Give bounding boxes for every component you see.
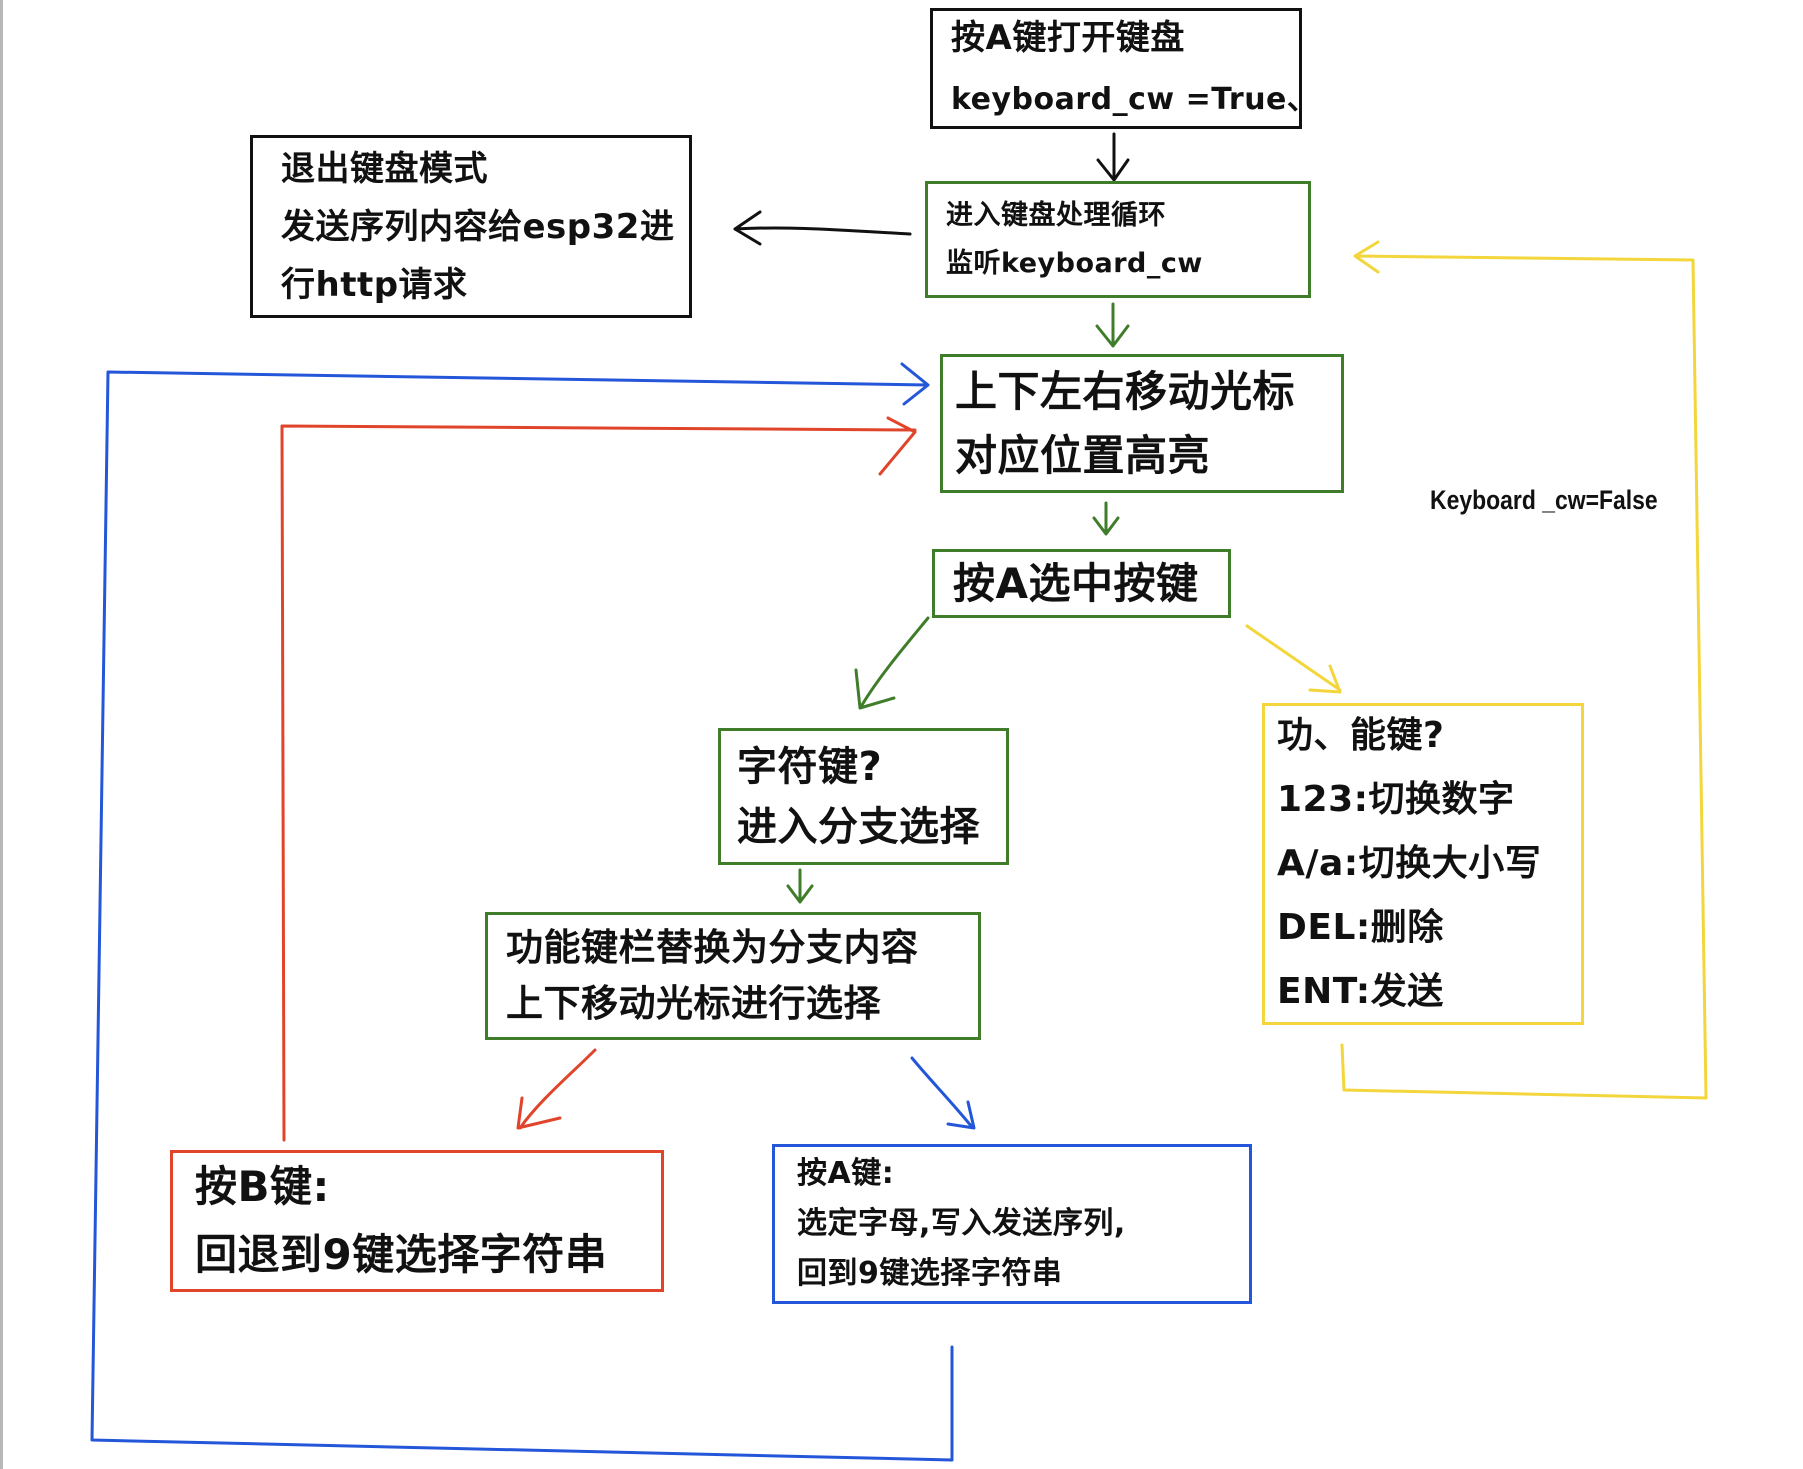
edge-keyA-to-move [90, 362, 954, 1462]
node-move-line1: 上下左右移动光标 [955, 366, 1296, 416]
edge-move-to-select [1092, 501, 1120, 536]
edge-branch-to-keyB [516, 1048, 597, 1130]
node-loop-line2: 监听keyboard_cw [946, 247, 1203, 279]
node-keyB-line2: 回退到9键选择字符串 [195, 1230, 608, 1279]
node-char-line2: 进入分支选择 [737, 803, 980, 850]
node-branch-line1: 功能键栏替换为分支内容 [506, 926, 919, 969]
node-keyA-line3: 回到9键选择字符串 [797, 1256, 1063, 1291]
node-char: 字符键? 进入分支选择 [718, 728, 1009, 865]
edge-loop-to-exit [733, 210, 912, 246]
node-func: 功、能键? 123:切换数字 A/a:切换大小写 DEL:删除 ENT:发送 [1262, 703, 1584, 1025]
node-move-line2: 对应位置高亮 [955, 430, 1211, 480]
edge-select-to-char [854, 616, 930, 710]
edge-select-to-func [1245, 624, 1342, 694]
node-select-line1: 按A选中按键 [953, 558, 1199, 608]
node-func-line3: A/a:切换大小写 [1277, 843, 1542, 884]
node-start-line1: 按A键打开键盘 [951, 17, 1185, 58]
node-func-line1: 功、能键? [1277, 715, 1445, 756]
edge-keyB-to-move [280, 416, 917, 1142]
node-keyB: 按B键: 回退到9键选择字符串 [170, 1150, 664, 1292]
node-exit-line1: 退出键盘模式 [281, 148, 488, 189]
node-branch: 功能键栏替换为分支内容 上下移动光标进行选择 [485, 912, 981, 1040]
node-func-line2: 123:切换数字 [1277, 779, 1515, 820]
node-func-line5: ENT:发送 [1277, 971, 1444, 1012]
edge-start-to-loop [1096, 132, 1130, 182]
node-exit: 退出键盘模式 发送序列内容给esp32进 行http请求 [250, 135, 692, 318]
edge-label-loop-back: Keyboard _cw=False [1430, 485, 1658, 515]
node-loop-line1: 进入键盘处理循环 [946, 199, 1166, 231]
node-func-line4: DEL:删除 [1277, 907, 1444, 948]
node-branch-line2: 上下移动光标进行选择 [506, 982, 881, 1025]
node-start-line2: keyboard_cw =True、 [951, 81, 1318, 117]
page-edge-rule [0, 0, 3, 1469]
edge-branch-to-keyA [910, 1056, 976, 1130]
node-char-line1: 字符键? [737, 743, 883, 790]
node-keyA-line1: 按A键: [797, 1156, 895, 1191]
node-start: 按A键打开键盘 keyboard_cw =True、 [930, 8, 1318, 129]
edge-loop-to-move [1095, 302, 1130, 348]
node-keyB-line1: 按B键: [195, 1162, 330, 1211]
edge-func-to-loop [1340, 240, 1708, 1100]
edge-char-to-branch [786, 868, 814, 904]
node-loop: 进入键盘处理循环 监听keyboard_cw [925, 181, 1311, 298]
node-keyA: 按A键: 选定字母,写入发送序列, 回到9键选择字符串 [772, 1144, 1252, 1304]
node-exit-line2: 发送序列内容给esp32进 [281, 206, 675, 247]
node-exit-line3: 行http请求 [281, 264, 468, 305]
node-select: 按A选中按键 [932, 549, 1231, 618]
node-move: 上下左右移动光标 对应位置高亮 [940, 354, 1344, 493]
node-keyA-line2: 选定字母,写入发送序列, [797, 1206, 1126, 1241]
